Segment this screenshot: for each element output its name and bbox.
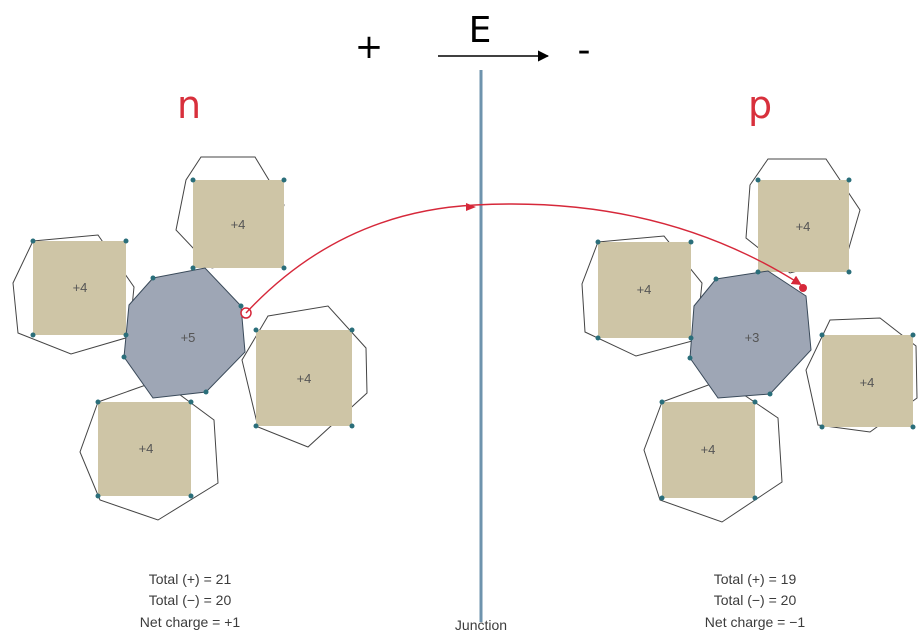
- p-atom-bottom: [662, 402, 755, 498]
- p-atom-top-charge: +4: [796, 219, 811, 234]
- electron-transfer-arrow: [245, 203, 802, 314]
- n-atom-top-charge: +4: [231, 217, 246, 232]
- n-lattice: +4 +4 +4 +4 +5: [12, 156, 368, 521]
- n-atom-top: [193, 180, 284, 268]
- n-atom-right: [256, 330, 352, 426]
- p-lattice: +4 +4 +4 +4 +3: [581, 158, 918, 523]
- n-atom-left-charge: +4: [73, 280, 88, 295]
- minus-sign: -: [578, 30, 591, 71]
- n-atom-left: [33, 241, 126, 335]
- p-captured-electron: [799, 284, 807, 292]
- n-electrons: [30, 177, 355, 499]
- p-electrons: [595, 177, 916, 501]
- n-net-charge: Net charge = +1: [140, 614, 241, 630]
- p-atom-left-charge: +4: [637, 282, 652, 297]
- p-total-positive: Total (+) = 19: [714, 571, 797, 587]
- n-atom-bottom-charge: +4: [139, 441, 154, 456]
- p-region-label: p: [748, 83, 772, 127]
- p-atom-left: [598, 242, 691, 338]
- p-atom-right: [822, 335, 913, 427]
- plus-sign: +: [355, 27, 384, 67]
- n-total-negative: Total (−) = 20: [149, 592, 232, 608]
- field-label: E: [469, 10, 492, 51]
- p-atom-right-charge: +4: [860, 375, 875, 390]
- n-atom-center-charge: +5: [181, 330, 196, 345]
- p-net-charge: Net charge = −1: [705, 614, 806, 630]
- n-atom-right-charge: +4: [297, 371, 312, 386]
- junction-label: Junction: [455, 617, 507, 633]
- p-atom-top: [758, 180, 849, 272]
- junction-crossing-marker: [466, 203, 476, 211]
- n-region-label: n: [177, 83, 201, 127]
- n-atom-bottom: [98, 402, 191, 496]
- n-total-positive: Total (+) = 21: [149, 571, 232, 587]
- p-total-negative: Total (−) = 20: [714, 592, 797, 608]
- p-atom-center-charge: +3: [745, 330, 760, 345]
- p-atom-bottom-charge: +4: [701, 442, 716, 457]
